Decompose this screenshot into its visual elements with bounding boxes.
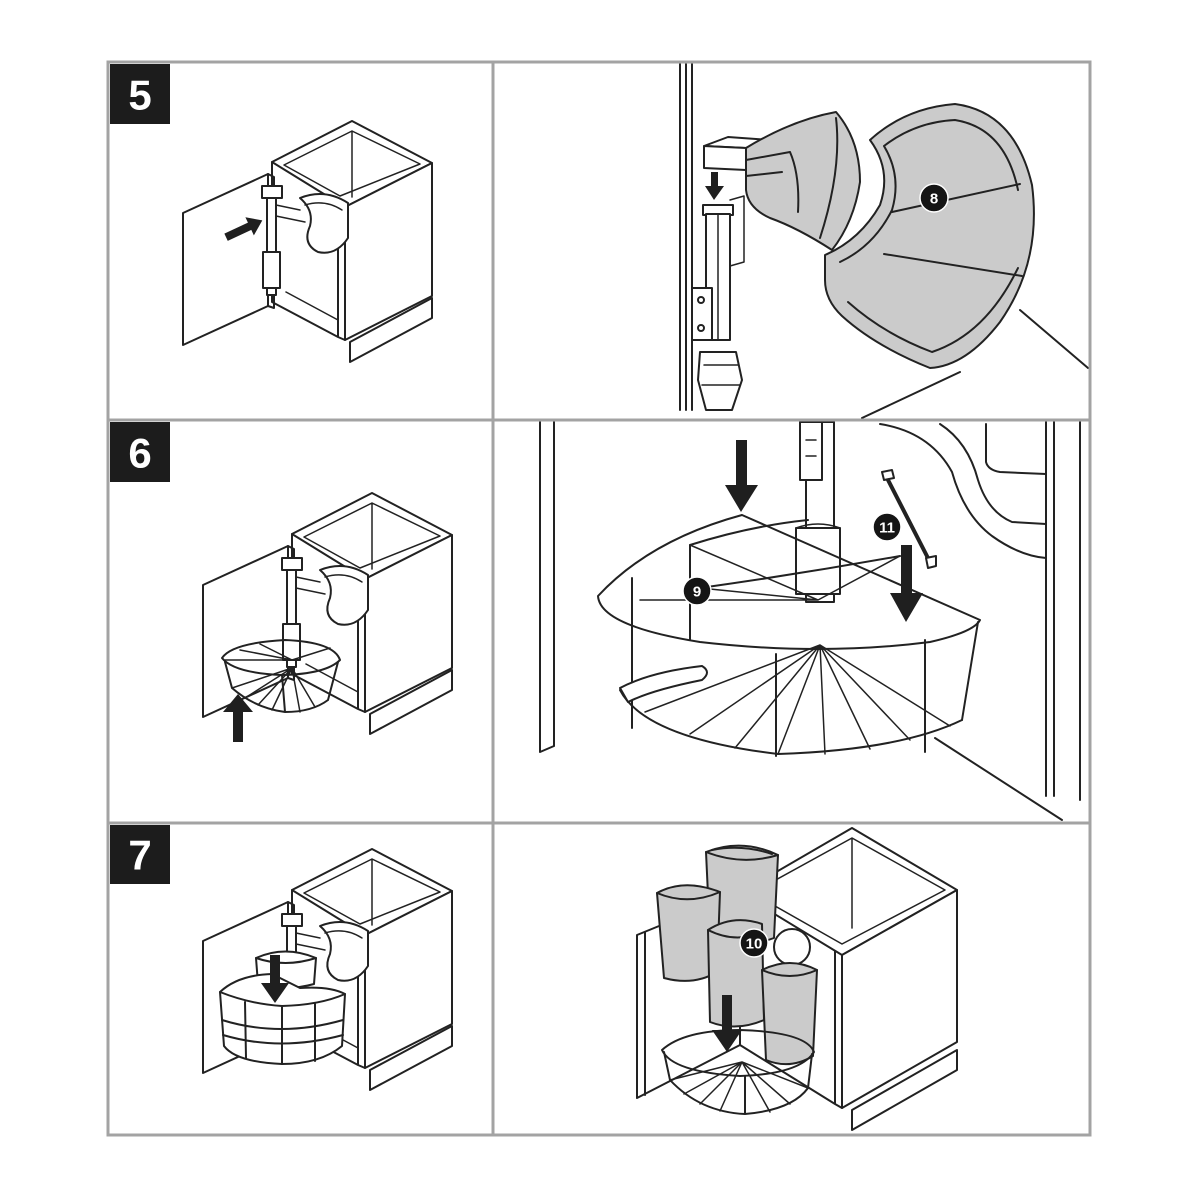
- callout-8-badge: [919, 183, 949, 213]
- down-arrow-rod: [890, 545, 923, 622]
- screw-top: [697, 296, 705, 304]
- upper-tray-outline: [879, 423, 1047, 559]
- right-bin: [761, 962, 818, 1066]
- step-6-box: [110, 422, 170, 482]
- cabinet-side-panel: [841, 889, 958, 1109]
- push-arrow: [224, 217, 263, 241]
- down-arrow: [261, 955, 289, 1003]
- grid-dividers: [108, 62, 1090, 1135]
- step-5-label: 5: [110, 64, 170, 124]
- up-arrow: [223, 694, 253, 742]
- left-cabinet-wall: [539, 421, 555, 753]
- pole-hardware-lines: [805, 439, 817, 457]
- basket-hub: [795, 527, 841, 595]
- cabinet-panel-edge: [739, 950, 843, 1109]
- cabinet-top-opening: [751, 837, 946, 945]
- basket-top-rim: [597, 514, 981, 650]
- callout-11-label: 11: [879, 520, 895, 537]
- down-arrow-basket: [725, 440, 758, 512]
- panel-step7-overview: [202, 848, 453, 1091]
- basket-spokes: [669, 1061, 809, 1113]
- support-rod-ends: [881, 469, 937, 569]
- pole-base-fitting: [697, 351, 743, 411]
- panel-step7-detail: 10: [636, 827, 958, 1131]
- callout-11-badge: [872, 512, 902, 542]
- pole-hardware: [799, 421, 823, 481]
- kidney-tray-rim: [839, 119, 1019, 353]
- support-rod: [884, 474, 932, 564]
- tray-support-ribs: [745, 117, 839, 239]
- callout-8: 8: [919, 183, 949, 213]
- step-7-number: 7: [128, 832, 151, 879]
- floor-lines: [861, 309, 1089, 419]
- tray-support-bracket: [745, 111, 861, 251]
- right-cabinet-wall: [934, 421, 1081, 821]
- wall-bracket: [691, 287, 713, 341]
- callout-9-badge: [682, 576, 712, 606]
- upper-bin-rim: [255, 957, 317, 964]
- back-tall-bin-rim: [705, 846, 779, 861]
- step5-cabinet: [182, 120, 433, 363]
- callout-9-label: 9: [693, 584, 701, 601]
- step-7-box: [110, 825, 170, 884]
- basket-hub-top: [795, 523, 841, 529]
- down-arrow: [712, 995, 742, 1052]
- pole-base-lines: [701, 364, 741, 386]
- callout-9: 9: [682, 576, 712, 606]
- panel-step5-detail: 8: [679, 63, 1089, 419]
- kidney-tray-dividers: [883, 183, 1023, 277]
- basket-frame: [663, 1051, 813, 1115]
- panel-step5-overview: [182, 120, 433, 363]
- step-5-box: [110, 64, 170, 124]
- round-support: [773, 928, 811, 966]
- wire-basket-rim: [221, 639, 341, 676]
- basket-handle: [619, 665, 708, 703]
- step-6-number: 6: [128, 430, 151, 477]
- callout-8-label: 8: [930, 191, 938, 208]
- mounting-plate-front: [703, 145, 747, 171]
- panel-step6-overview: [202, 492, 453, 742]
- step-7-label: 7: [110, 825, 170, 884]
- basket-spokes: [639, 544, 951, 755]
- lower-bin-details: [219, 991, 346, 1065]
- kidney-tray: [824, 103, 1035, 369]
- step-5-number: 5: [128, 72, 151, 119]
- callout-11: 11: [872, 512, 902, 542]
- wire-basket-spokes: [224, 643, 331, 713]
- callout-10-badge: [739, 928, 769, 958]
- grid-border: [106, 60, 1092, 1137]
- wire-basket-frame: [224, 661, 339, 713]
- down-arrow-small: [705, 172, 724, 200]
- callout-10-label: 10: [746, 936, 763, 953]
- basket-shelf-arcs: [689, 519, 901, 589]
- screw-bottom: [697, 324, 705, 332]
- right-bin-rim: [761, 969, 818, 977]
- step-6-label: 6: [110, 422, 170, 482]
- cabinet-wall: [679, 63, 693, 411]
- callout-10: 10: [739, 928, 769, 958]
- cabinet-plinth: [851, 1049, 958, 1131]
- pole-details: [717, 195, 745, 341]
- left-bin-rim: [656, 891, 721, 901]
- panel-step6-detail: 9 11: [539, 421, 1081, 821]
